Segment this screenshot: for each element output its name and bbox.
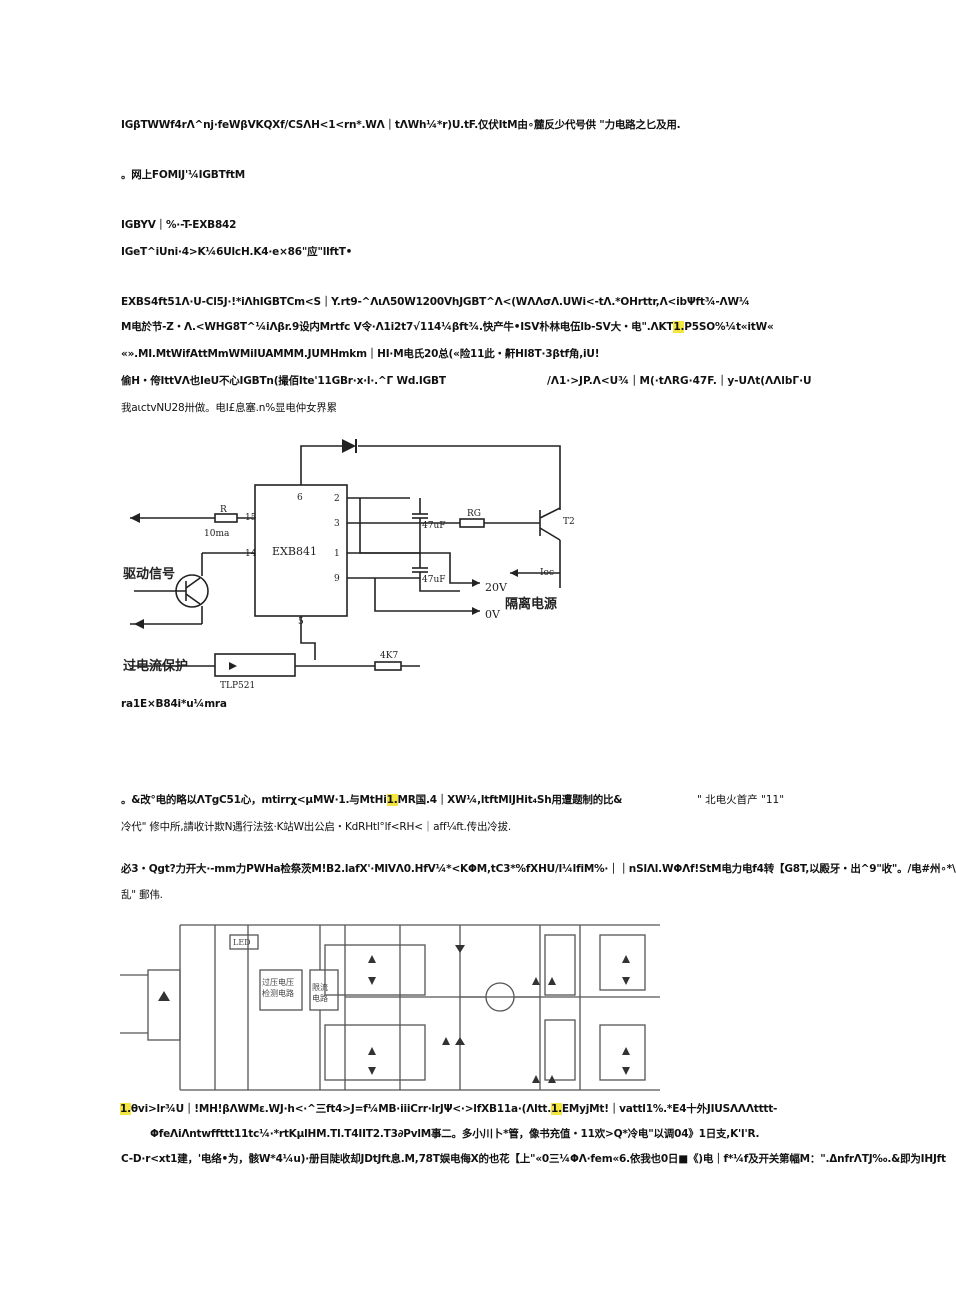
text-seg: 。&改°电的略以ΛTgC51心，mtirrχ<μMW·1.与MtHi xyxy=(121,794,387,806)
v0-label: 0V xyxy=(485,608,501,621)
text-line-8a: 偷H・侉IttVΛ也IeU不心IGBTn(撮佰Ite'11GBr·x·l·.^Γ… xyxy=(121,375,446,387)
cap1-label: 47uF xyxy=(422,521,446,531)
chip-label: EXB841 xyxy=(272,545,317,558)
current-limit-box xyxy=(309,969,339,1011)
text-line-9: 我aιctvNU28卅做。电I£息塞.n%显电仲女界累 xyxy=(121,402,337,414)
drive-signal-label: 驱动信号 xyxy=(123,566,175,582)
led-label: LED xyxy=(233,938,251,947)
text-line-1: IGβTWWf4rΛ^nj·feWβVKQXf/CSΛH<1<rn*.WΛ｜tΛ… xyxy=(121,119,681,131)
text-line-7: «».MI.MtWifAttMmWMiIUAMMM.JUMHmkm｜HI·M电氏… xyxy=(121,348,600,360)
highlight-mark: 1. xyxy=(673,321,685,333)
text-line-10c: " 北电火首产 "11" xyxy=(697,794,785,806)
resistor-r-label: R xyxy=(220,505,227,515)
text-line-14: 1.θvi>lr¾U｜!MH!βΛWMε.WJ·h<·^三ft4>J=f¼MB·… xyxy=(120,1102,777,1116)
text-seg: M电於节-Z・Λ.<WHG8T^¼iΛβr.9设内Mrtfc V令·Λ1i2t7… xyxy=(121,321,674,333)
text-seg: P5SO%¼t«itW« xyxy=(684,321,774,333)
highlight-mark: 1. xyxy=(120,1103,131,1115)
text-line-3: IGBYV｜%·-T-EXB842 xyxy=(121,219,237,231)
ioc-label: Ioc xyxy=(540,568,554,578)
current-limit-label: 限流电路 xyxy=(312,982,328,1003)
pin-3: 3 xyxy=(334,519,340,529)
highlight-mark: 1. xyxy=(386,794,398,806)
pin-1: 1 xyxy=(334,549,340,559)
text-line-4: IGeT^iUni·4>K¼6UlcH.K4·e×86"应"llftT• xyxy=(121,246,353,258)
rg-label: RG xyxy=(467,509,481,519)
text-line-8b: /Λ1·>JP.Λ<U¾｜M(·tΛRG·47F.｜y-UΛt(ΛΛlbΓ·U xyxy=(547,375,812,387)
text-line-10: 。&改°电的略以ΛTgC51心，mtirrχ<μMW·1.与MtHi1.MR国.… xyxy=(121,793,622,807)
text-seg: θvi>lr¾U｜!MH!βΛWMε.WJ·h<·^三ft4>J=f¼MB·ii… xyxy=(130,1103,552,1115)
figure-caption-1: ra1E×B84i*u¼mra xyxy=(121,698,227,710)
text-line-13: 乱" 郵伟. xyxy=(121,889,163,901)
motor-drive-circuit-figure: 过压电压检测电路 限流电路 LED xyxy=(120,924,660,1091)
text-line-11: 冷代" 修中所,請收计欺N遇行法弦·K站W出公启・KdRHtl°lf<RH<｜a… xyxy=(121,821,511,833)
ocp-label: 过电流保护 xyxy=(123,658,188,674)
text-line-6: M电於节-Z・Λ.<WHG8T^¼iΛβr.9设内Mrtfc V令·Λ1i2t7… xyxy=(121,320,774,334)
text-line-12: 必3・Qgt?力开大·-mm力PWHa检祭茨M!B2.lafX'·MlVΛ0.H… xyxy=(121,863,956,875)
current-label: 10ma xyxy=(204,529,230,539)
pin-6: 6 xyxy=(297,493,303,503)
pin-15: 15 xyxy=(245,513,257,523)
r4k7-label: 4K7 xyxy=(380,651,398,661)
tlp-label: TLP521 xyxy=(220,681,255,691)
text-line-5: EXBS4ft51Λ·U-Cl5J·!*iΛhIGBTCm<S｜Y.rt9-^Λ… xyxy=(121,296,750,308)
overvoltage-detect-label: 过压电压检测电路 xyxy=(262,977,294,998)
highlight-mark: 1. xyxy=(551,1103,562,1115)
pin-14: 14 xyxy=(245,549,257,559)
text-line-15: ΦfeΛiΛntwffttt11tc¼·*rtKμlHM.Tl.T4IIT2.T… xyxy=(150,1128,760,1140)
text-seg: EMyjMt!｜vattl1%.*E4十外JIUSΛΛΛtttt- xyxy=(561,1103,778,1115)
text-seg: MR国.4｜XW¼,ltftMlJHit₄Sh用遭题制的比& xyxy=(397,794,623,806)
text-line-16: C-D·r<xt1建，'电络•为，骸W*4¼u)·册目陡收却JDtJft息.M,… xyxy=(121,1153,946,1165)
overvoltage-detect-box xyxy=(259,969,303,1011)
cap2-label: 47uF xyxy=(422,575,446,585)
pin-9: 9 xyxy=(334,574,340,584)
pin-2: 2 xyxy=(334,494,340,504)
exb841-circuit-figure: EXB841 15 14 6 2 3 1 9 5 R 10ma 47uF 47u… xyxy=(123,439,575,691)
pin-5: 5 xyxy=(298,617,304,627)
t2-label: T2 xyxy=(563,517,575,527)
text-line-2: 。网上FOMlJ'¼IGBTftM xyxy=(121,169,245,181)
v20-label: 20V xyxy=(485,581,508,594)
iso-power-label: 隔离电源 xyxy=(505,596,557,612)
